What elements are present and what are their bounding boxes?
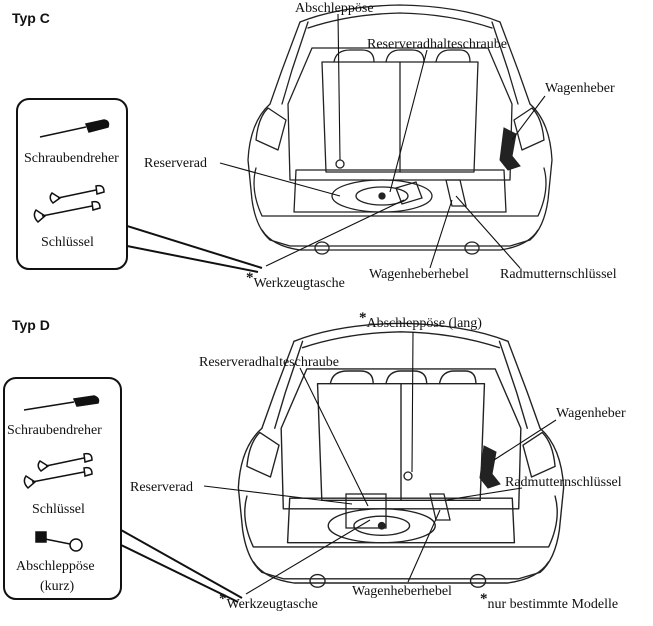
label-screwdriver: Schraubendreher: [24, 151, 119, 166]
label-jack: Wagenheber: [556, 406, 626, 421]
tow-hook-icon: [403, 471, 413, 481]
leader-lines-typ-c: [126, 13, 546, 273]
label-spare-wheel-bolt: Reserveradhalteschraube: [199, 355, 339, 370]
screwdriver-icon: [39, 119, 110, 138]
screwdriver-icon: [23, 395, 100, 411]
label-tow-hook: Abschleppöse: [295, 1, 374, 16]
label-spare-wheel: Reserverad: [144, 156, 207, 171]
label-tool-bag: *Werkzeugtasche: [219, 591, 318, 612]
label-lug-wrench: Radmutternschlüssel: [500, 267, 617, 282]
tool-box-frame-typ-c: [16, 98, 128, 270]
label-wrench: Schlüssel: [41, 235, 94, 250]
label-short-tow-hook: Abschleppöse: [16, 559, 95, 574]
label-tow-hook-long: *Abschleppöse (lang): [359, 310, 482, 331]
lug-wrench-icon: [445, 179, 467, 207]
label-wrench: Schlüssel: [32, 502, 85, 517]
wrench-icon: [23, 452, 93, 490]
car-illustration-typ-d: [237, 322, 565, 588]
label-jack-lever: Wagenheberhebel: [352, 584, 452, 599]
label-jack-lever: Wagenheberhebel: [369, 267, 469, 282]
tow-hook-icon: [335, 159, 345, 169]
label-tool-bag: *Werkzeugtasche: [246, 270, 345, 291]
wrench-icon: [33, 184, 105, 224]
lug-wrench-icon: [429, 493, 451, 521]
jack-icon: [479, 445, 501, 489]
jack-icon: [499, 127, 521, 171]
short-tow-hook-icon: [35, 531, 83, 552]
asterisk-marker: *: [359, 310, 367, 326]
asterisk-marker: *: [219, 591, 227, 607]
label-screwdriver: Schraubendreher: [7, 423, 102, 438]
label-lug-wrench: Radmutternschlüssel: [505, 475, 622, 490]
label-spare-wheel: Reserverad: [130, 480, 193, 495]
tool-bag-icon: [345, 493, 387, 529]
section-title-typ-d: Typ D: [12, 317, 50, 333]
asterisk-marker: *: [480, 591, 488, 607]
tool-bag-icon: [395, 181, 423, 205]
footnote: *nur bestimmte Modelle: [480, 591, 619, 612]
asterisk-marker: *: [246, 270, 254, 286]
section-title-typ-c: Typ C: [12, 10, 50, 26]
label-short-tow-hook-note: (kurz): [40, 579, 75, 594]
tool-box-frame-typ-d: [3, 377, 122, 600]
leader-lines-typ-d: [120, 331, 557, 603]
label-jack: Wagenheber: [545, 81, 615, 96]
label-spare-wheel-bolt: Reserveradhalteschraube: [367, 37, 507, 52]
